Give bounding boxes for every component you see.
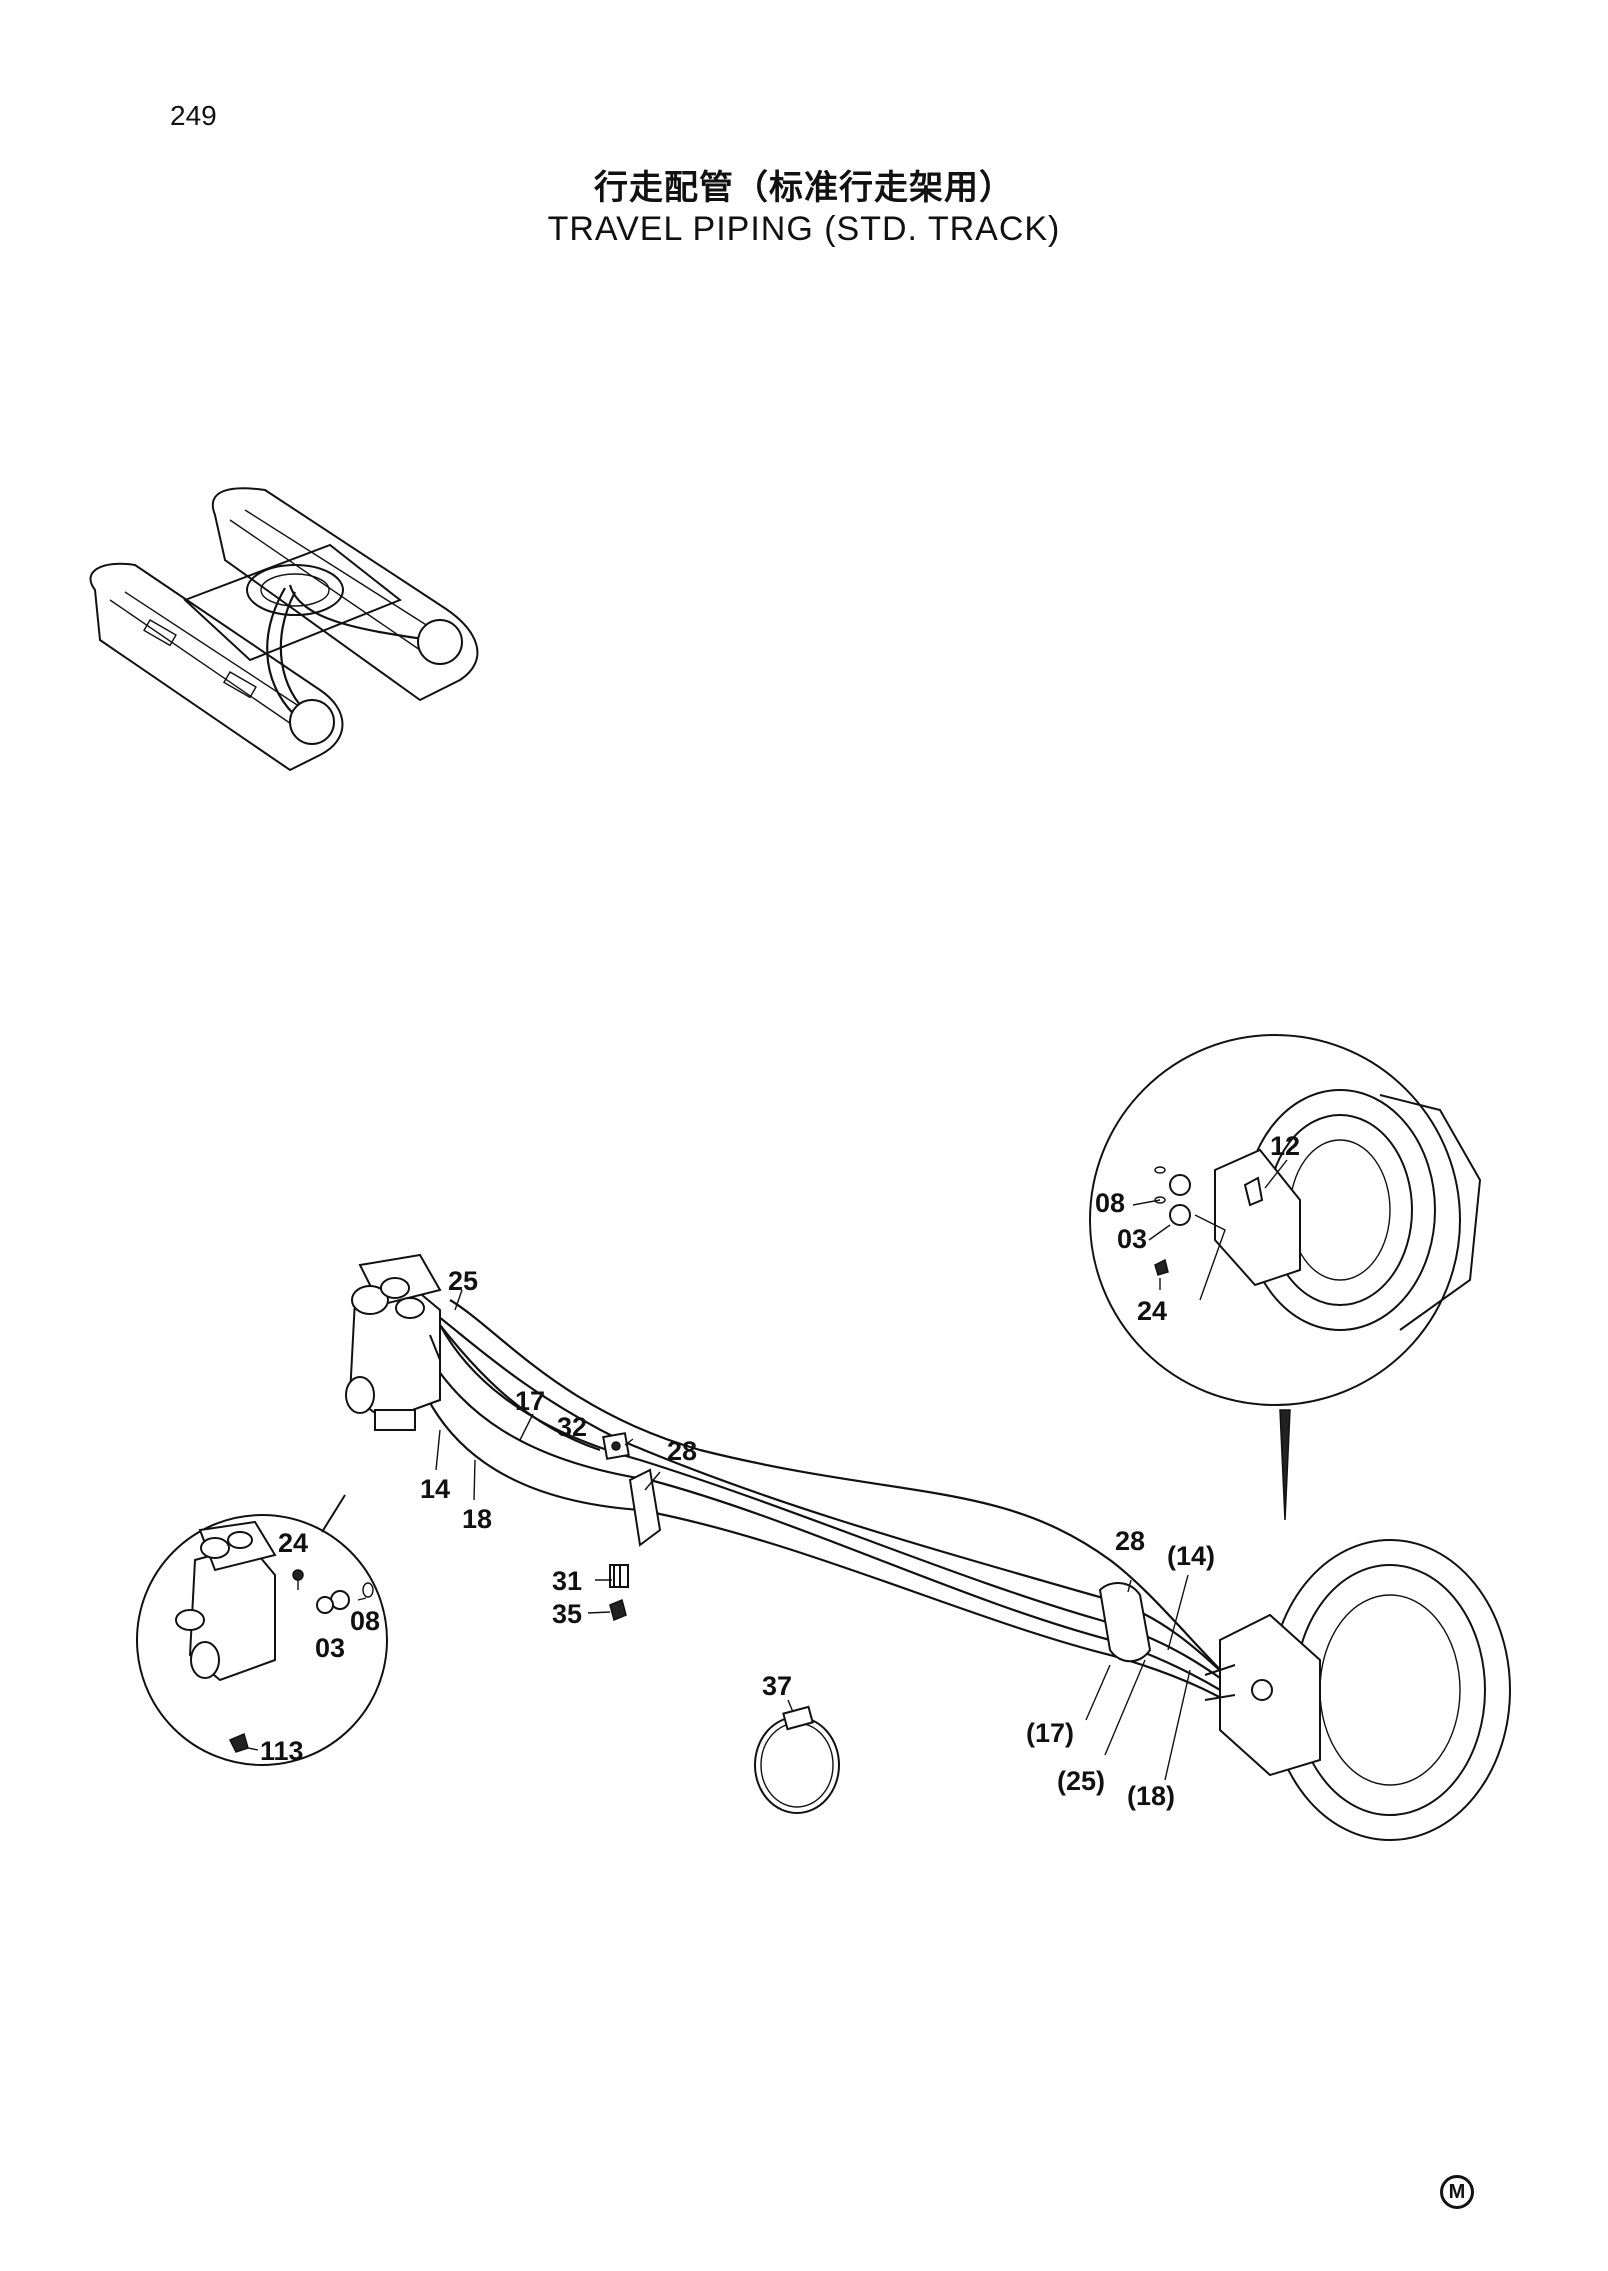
callout-03-motor: 03 bbox=[1117, 1224, 1147, 1254]
callout-18: 18 bbox=[462, 1504, 492, 1534]
undercarriage-overview bbox=[89, 487, 479, 772]
callout-113: 113 bbox=[260, 1736, 304, 1766]
callout-24-motor: 24 bbox=[1137, 1296, 1167, 1326]
callout-14-ref: (14) bbox=[1167, 1541, 1215, 1571]
travel-motor-lower bbox=[1204, 1539, 1511, 1841]
callout-08-joint: 08 bbox=[350, 1606, 380, 1636]
callout-labels: 25 17 32 28 14 18 31 35 37 28 (14) (17) … bbox=[260, 1131, 1300, 1811]
callout-32: 32 bbox=[557, 1412, 587, 1442]
callout-25: 25 bbox=[448, 1266, 478, 1296]
clamp-assembly bbox=[602, 1432, 1152, 1663]
callout-18-ref: (18) bbox=[1127, 1781, 1175, 1811]
leader-lines bbox=[247, 1159, 1288, 1781]
callout-14: 14 bbox=[420, 1474, 450, 1504]
callout-17: 17 bbox=[515, 1386, 545, 1416]
hose-bundle bbox=[413, 1299, 1263, 1723]
callout-31: 31 bbox=[552, 1566, 582, 1596]
callout-37: 37 bbox=[762, 1671, 792, 1701]
callout-03-joint: 03 bbox=[315, 1633, 345, 1663]
hose-band-37 bbox=[754, 1705, 840, 1814]
callout-25-ref: (25) bbox=[1057, 1766, 1105, 1796]
callout-24-joint: 24 bbox=[278, 1528, 308, 1558]
callout-28-right: 28 bbox=[1115, 1526, 1145, 1556]
callout-08-motor: 08 bbox=[1095, 1188, 1125, 1218]
center-joint bbox=[345, 1253, 442, 1431]
callout-28-left: 28 bbox=[667, 1436, 697, 1466]
detail-center-joint bbox=[136, 1494, 388, 1766]
page-title-chinese: 行走配管（标准行走架用） bbox=[594, 168, 1014, 208]
callout-35: 35 bbox=[552, 1599, 582, 1629]
callout-12: 12 bbox=[1270, 1131, 1300, 1161]
callout-17-ref: (17) bbox=[1026, 1718, 1074, 1748]
brand-logo-mark: M bbox=[1440, 2175, 1474, 2209]
page-title-english: TRAVEL PIPING (STD. TRACK) bbox=[547, 210, 1061, 248]
detail-motor-ports bbox=[1089, 1034, 1482, 1521]
page-number: 249 bbox=[170, 100, 217, 131]
